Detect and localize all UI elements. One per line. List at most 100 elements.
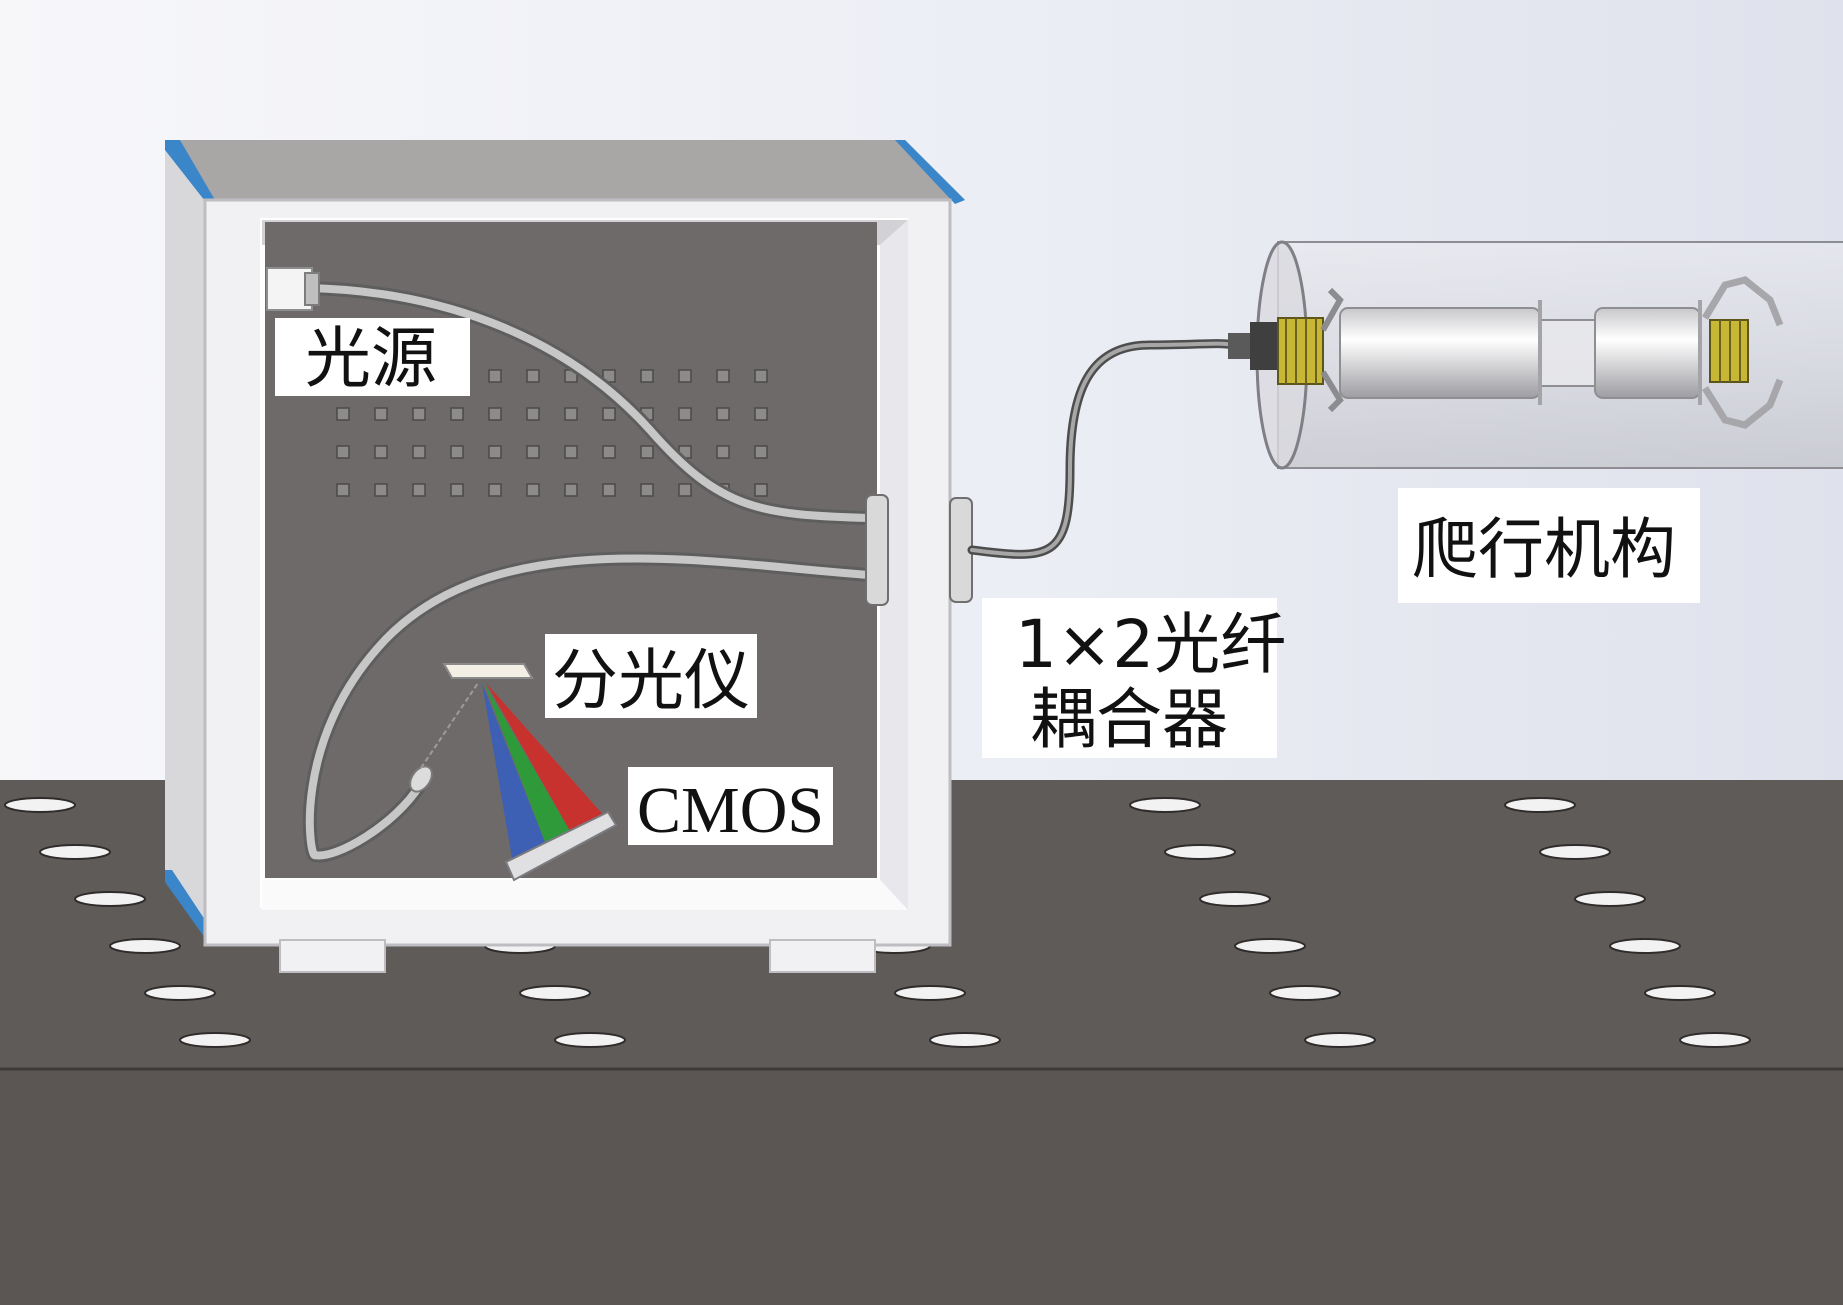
box-left-face: [165, 140, 215, 945]
table-front: [0, 1068, 1843, 1305]
panel-hole: [716, 445, 730, 459]
panel-hole: [564, 445, 578, 459]
panel-hole: [640, 369, 654, 383]
panel-holes: [336, 369, 768, 497]
inner-right-wall: [880, 220, 908, 910]
fiber-tip: [409, 765, 433, 793]
front-leg-bottom: [1320, 370, 1344, 413]
table-hole: [74, 891, 146, 907]
label-spectrometer: 分光仪: [545, 634, 757, 719]
box-top-face: [165, 140, 965, 200]
label-cmos-text: CMOS: [637, 774, 824, 847]
spectrometer-optics: [420, 663, 618, 882]
label-spectrometer-bg: [545, 634, 757, 718]
panel-hole: [526, 483, 540, 497]
fiber-connector: [1228, 333, 1250, 359]
fiber-return: [305, 554, 874, 860]
panel-hole: [412, 445, 426, 459]
spectrum-green: [484, 683, 578, 860]
spectrum-red: [486, 683, 606, 845]
panel-hole: [526, 369, 540, 383]
label-light-source-text: 光源: [305, 320, 437, 397]
panel-hole: [488, 407, 502, 421]
panel-hole: [488, 483, 502, 497]
label-light-source-bg: [275, 318, 470, 396]
connector-nut: [1250, 322, 1280, 370]
table-hole: [4, 797, 76, 813]
panel-hole: [716, 407, 730, 421]
cmos-sensor: [504, 810, 618, 882]
labels: 光源 分光仪 CMOS 1×2光纤 耦合器 爬行机构: [275, 318, 1700, 847]
crawler-body-rear: [1594, 307, 1701, 399]
panel-hole: [602, 445, 616, 459]
panel-hole: [374, 483, 388, 497]
table-hole: [1504, 797, 1576, 813]
table-hole: [1609, 938, 1681, 954]
panel-hole: [450, 445, 464, 459]
panel-hole: [336, 445, 350, 459]
panel-hole: [678, 407, 692, 421]
panel-hole: [678, 483, 692, 497]
crawler-body-front: [1339, 307, 1541, 399]
box-foot-right: [769, 939, 876, 973]
label-coupler-line1: 1×2光纤: [1015, 606, 1286, 683]
grating: [442, 663, 534, 679]
panel-hole: [488, 369, 502, 383]
label-crawler-bg: [1398, 488, 1700, 603]
table-hole: [1129, 797, 1201, 813]
panel-hole: [640, 445, 654, 459]
table-hole: [1679, 1032, 1751, 1048]
incident-beam: [420, 682, 479, 769]
panel-hole: [564, 483, 578, 497]
table-hole: [144, 985, 216, 1001]
panel-hole: [412, 483, 426, 497]
panel-hole: [336, 407, 350, 421]
inner-floor: [262, 880, 908, 910]
panel-hole: [336, 483, 350, 497]
table-hole: [1199, 891, 1271, 907]
front-leg-top: [1320, 287, 1344, 332]
table-hole: [109, 938, 181, 954]
panel-hole: [754, 445, 768, 459]
label-spectrometer-text: 分光仪: [552, 642, 750, 719]
box-foot-left: [279, 939, 386, 973]
table-hole: [1234, 938, 1306, 954]
label-coupler-bg: [982, 598, 1277, 758]
light-source-collar: [304, 272, 320, 306]
table-hole: [1304, 1032, 1376, 1048]
panel-hole: [754, 407, 768, 421]
crawler-assembly: [1228, 240, 1843, 470]
table-hole: [929, 1032, 1001, 1048]
table-hole: [179, 1032, 251, 1048]
internal-fibers: [266, 267, 973, 863]
rear-leg-top: [1702, 276, 1784, 327]
table-hole: [1269, 985, 1341, 1001]
corner-trim-bottom-left: [165, 870, 215, 945]
panel-hole: [526, 407, 540, 421]
panel-hole: [488, 445, 502, 459]
panel-hole: [678, 369, 692, 383]
crawler-joint: [1539, 319, 1596, 387]
label-cmos-bg: [628, 767, 833, 845]
panel-hole: [450, 483, 464, 497]
panel-hole: [602, 407, 616, 421]
table-hole: [894, 985, 966, 1001]
table-hole: [1164, 844, 1236, 860]
table-hole: [554, 1032, 626, 1048]
table-hole: [1574, 891, 1646, 907]
panel-hole: [754, 483, 768, 497]
panel-hole: [374, 445, 388, 459]
label-light-source: 光源: [275, 318, 470, 397]
table-hole: [39, 844, 111, 860]
coupler-flange-inner: [865, 494, 889, 606]
external-fiber: [967, 339, 1238, 559]
label-coupler: 1×2光纤 耦合器: [982, 598, 1286, 758]
panel-hole: [412, 407, 426, 421]
fiber-source: [301, 284, 874, 522]
panel-hole: [374, 407, 388, 421]
label-crawler-text: 爬行机构: [1412, 511, 1676, 588]
corner-trim-top-right: [895, 140, 965, 204]
panel-hole: [450, 407, 464, 421]
table-hole: [519, 985, 591, 1001]
